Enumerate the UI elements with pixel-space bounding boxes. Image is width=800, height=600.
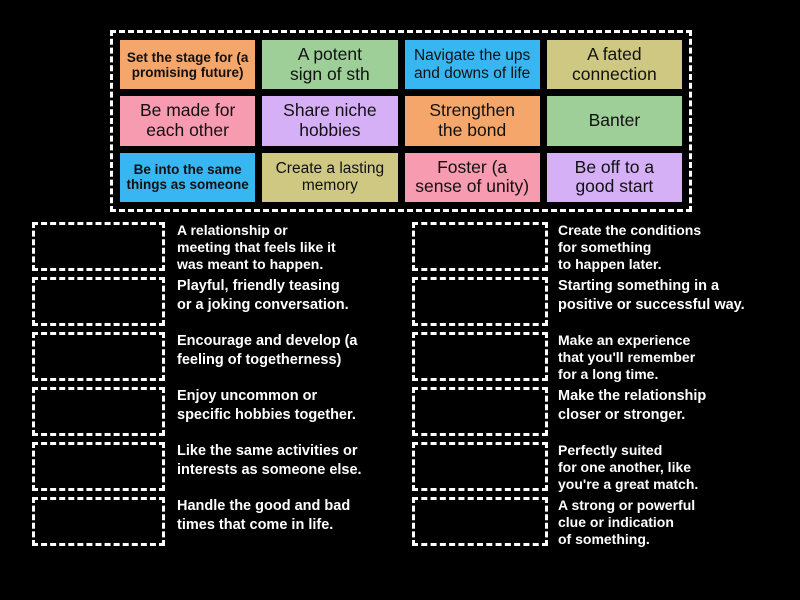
word-tile[interactable]: Foster (a sense of unity) [402,150,542,204]
answer-definition-text: Create the conditions for something to h… [558,222,702,273]
answer-row: Enjoy uncommon or specific hobbies toget… [32,387,400,436]
answer-row: A relationship or meeting that feels lik… [32,222,400,273]
answer-row: Make an experience that you'll remember … [412,332,800,383]
answer-definition-text: Starting something in a positive or succ… [558,278,745,313]
answer-row: Handle the good and bad times that come … [32,497,400,546]
tile-row: Set the stage for (a promising future)A … [118,38,684,92]
drop-zone[interactable] [32,332,165,381]
tile-tray: Set the stage for (a promising future)A … [110,30,692,212]
answer-row: Starting something in a positive or succ… [412,277,800,326]
word-tile[interactable]: Be off to a good start [544,150,684,204]
drop-zone[interactable] [32,442,165,491]
answer-row: Create the conditions for something to h… [412,222,800,273]
drop-zone[interactable] [412,277,548,326]
drop-zone[interactable] [412,222,548,271]
answer-definition-text: Make an experience that you'll remember … [558,332,696,383]
answer-definition-text: Perfectly suited for one another, like y… [558,442,699,493]
word-tile[interactable]: Share niche hobbies [260,94,400,148]
answers-left-column: A relationship or meeting that feels lik… [0,222,400,546]
answer-row: Encourage and develop (a feeling of toge… [32,332,400,381]
drop-zone[interactable] [412,497,548,546]
answer-row: Perfectly suited for one another, like y… [412,442,800,493]
answer-definition-text: Like the same activities or interests as… [177,443,362,478]
word-tile[interactable]: A fated connection [544,38,684,92]
answer-row: Like the same activities or interests as… [32,442,400,491]
answer-definition-text: Make the relationship closer or stronger… [558,388,707,423]
answer-definition-text: A strong or powerful clue or indication … [558,497,696,548]
word-tile[interactable]: Set the stage for (a promising future) [118,38,258,92]
answer-row: A strong or powerful clue or indication … [412,497,800,548]
answer-definition-text: Enjoy uncommon or specific hobbies toget… [177,388,356,423]
answer-definition-text: Playful, friendly teasing or a joking co… [177,278,349,313]
drop-zone[interactable] [412,442,548,491]
answers-right-column: Create the conditions for something to h… [400,222,800,548]
answer-definition-text: Encourage and develop (a feeling of toge… [177,333,358,368]
word-tile[interactable]: Banter [544,94,684,148]
word-tile[interactable]: Navigate the ups and downs of life [402,38,542,92]
word-tile[interactable]: Create a lasting memory [260,150,400,204]
drop-zone[interactable] [32,277,165,326]
word-tile[interactable]: Strengthen the bond [402,94,542,148]
drop-zone[interactable] [32,222,165,271]
word-tile[interactable]: A potent sign of sth [260,38,400,92]
answer-definition-text: A relationship or meeting that feels lik… [177,222,336,273]
drop-zone[interactable] [32,497,165,546]
drop-zone[interactable] [412,387,548,436]
word-tile[interactable]: Be made for each other [118,94,258,148]
answers-area: A relationship or meeting that feels lik… [0,222,800,548]
answer-row: Playful, friendly teasing or a joking co… [32,277,400,326]
answer-definition-text: Handle the good and bad times that come … [177,498,351,533]
word-tile[interactable]: Be into the same things as someone [118,150,258,204]
answer-row: Make the relationship closer or stronger… [412,387,800,436]
drop-zone[interactable] [32,387,165,436]
drop-zone[interactable] [412,332,548,381]
